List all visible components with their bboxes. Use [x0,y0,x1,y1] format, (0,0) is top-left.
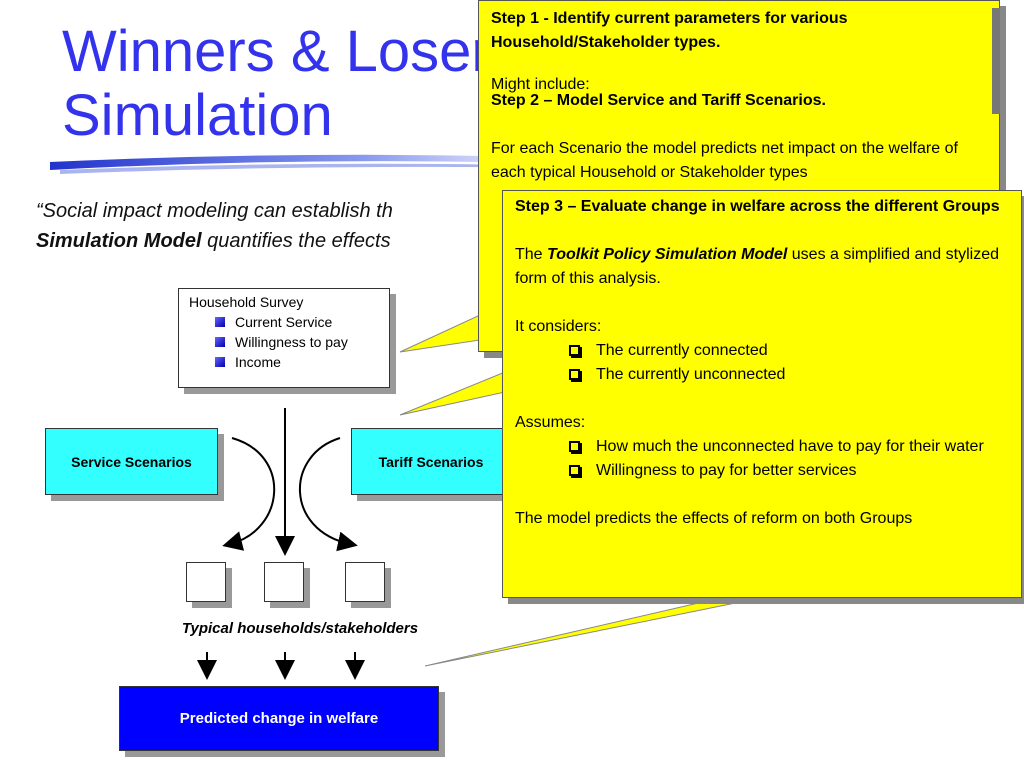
step3-heading: Step 3 – Evaluate change in welfare acro… [515,198,1000,215]
checkbox-bullet-icon [569,441,580,452]
step3-pointer [424,597,761,667]
title-underline-swoosh [50,154,570,174]
title-line-2: Simulation [62,83,333,148]
title-line-1: Winners & Losers [62,19,520,84]
step1-pointer [399,314,481,353]
household-box-3 [345,562,385,602]
step2-heading: Step 2 – Model Service and Tariff Scenar… [491,92,826,109]
assumes-item: Willingness to pay for better services [515,459,1009,483]
tariff-curve-arrow [298,437,358,552]
considers-item: The currently connected [515,339,1009,363]
step2-text: For each Scenario the model predicts net… [491,140,958,181]
step3-callout: Step 3 – Evaluate change in welfare acro… [502,190,1022,598]
tariff-scenarios-label: Tariff Scenarios [378,453,484,470]
tariff-scenarios-box: Tariff Scenarios [351,428,511,495]
page-title: Winners & Losers Simulation [62,20,520,148]
household-survey-box: Household Survey Current Service Willing… [178,288,390,388]
household-box-2 [264,562,304,602]
survey-item: Current Service [215,312,379,332]
step3-para-prefix: The [515,246,548,263]
assumes-label: Assumes: [515,414,586,431]
checkbox-bullet-icon [569,369,580,380]
considers-label: It considers: [515,318,602,335]
survey-list: Current Service Willingness to pay Incom… [189,312,379,372]
quote-bold: Simulation Model [36,230,202,252]
step3-para-suffix: uses a simplified and stylized form of t… [515,246,999,287]
step2-pointer [399,371,506,416]
considers-text: The currently connected [596,342,768,359]
service-curve-arrow [222,437,276,551]
checkbox-bullet-icon [569,465,580,476]
assumes-text: Willingness to pay for better services [596,462,857,479]
intro-quote: “Social impact modeling can establish th… [36,196,506,256]
typical-households-label: Typical households/stakeholders [181,620,419,637]
service-scenarios-box: Service Scenarios [45,428,218,495]
assumes-item: How much the unconnected have to pay for… [515,435,1009,459]
quote-prefix: “Social impact modeling can establish th [36,200,393,222]
step1-scrollbar[interactable] [992,8,1000,114]
quote-suffix: quantifies the effects [201,230,391,252]
step1-heading: Step 1 - Identify current parameters for… [491,10,848,51]
considers-item: The currently unconnected [515,363,1009,387]
survey-item: Income [215,352,379,372]
survey-item: Willingness to pay [215,332,379,352]
step1-text: Might include: [491,76,590,93]
predicted-welfare-box: Predicted change in welfare [119,686,439,751]
step3-paragraph: The Toolkit Policy Simulation Model uses… [515,243,1009,291]
survey-title: Household Survey [189,294,304,310]
household-box-1 [186,562,226,602]
assumes-text: How much the unconnected have to pay for… [596,438,984,455]
checkbox-bullet-icon [569,345,580,356]
considers-text: The currently unconnected [596,366,786,383]
step3-model-name: Toolkit Policy Simulation Model [547,246,788,263]
service-scenarios-label: Service Scenarios [71,453,192,470]
predicted-welfare-label: Predicted change in welfare [179,710,379,727]
step3-conclusion: The model predicts the effects of reform… [515,510,913,527]
